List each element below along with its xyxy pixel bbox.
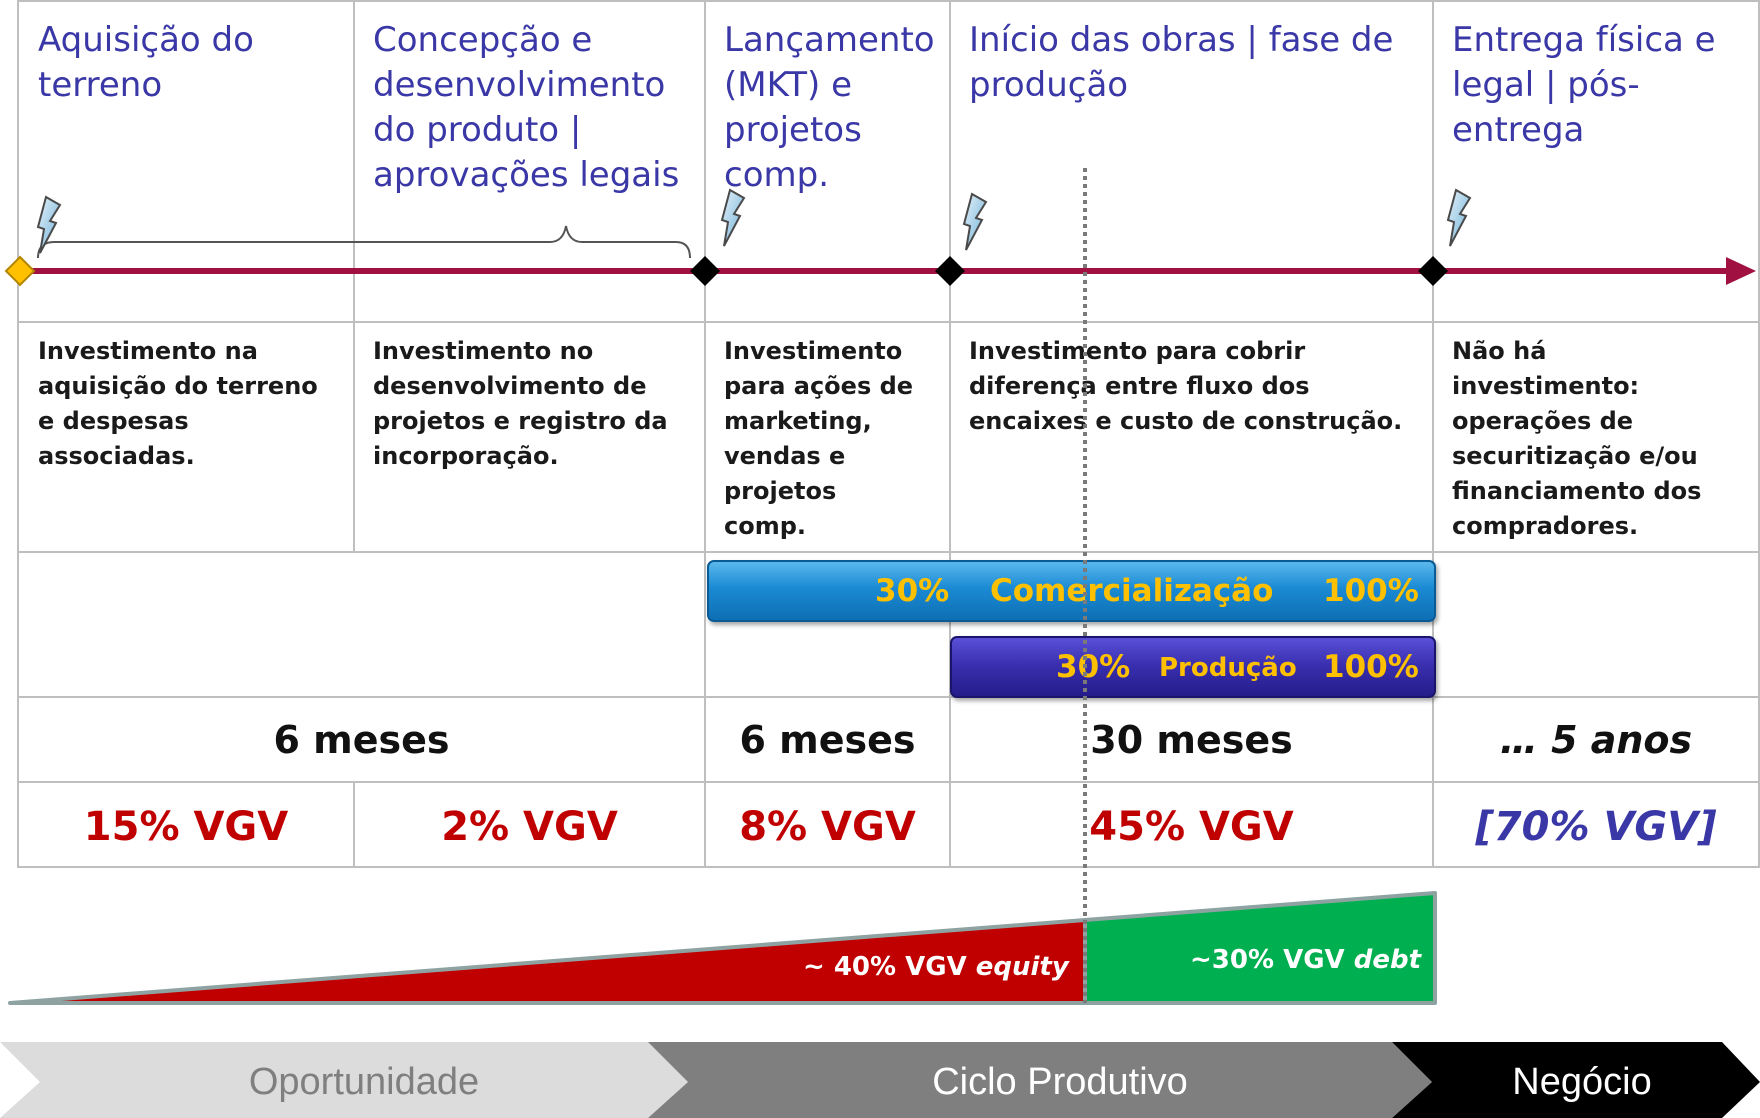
producao-start: 30%: [1056, 649, 1131, 685]
phase-chevron-negocio: [1392, 1042, 1760, 1118]
milestone-marker: [1418, 256, 1448, 286]
milestone-marker: [935, 256, 965, 286]
debt-word: debt: [1353, 945, 1422, 975]
vgv-concepcao: 2% VGV: [441, 804, 618, 850]
debt-label: ~30% VGV debt: [1190, 945, 1421, 975]
vgv-terreno: 15% VGV: [83, 804, 289, 850]
phase-chevron-oportunidade: [0, 1042, 688, 1118]
duration-phase4-value: 5 anos: [1551, 718, 1693, 762]
duration-phase3: 30 meses: [1090, 718, 1293, 762]
milestone-marker: [690, 256, 720, 286]
timeline: [4, 188, 1756, 287]
phase-negocio: Negócio: [1512, 1061, 1652, 1103]
duration-phase4: … 5 anos: [1433, 715, 1759, 765]
equity-word: equity: [975, 952, 1069, 982]
start-marker: [4, 255, 36, 287]
duration-phase2: 6 meses: [739, 718, 916, 762]
vgv-obras: 45% VGV: [1089, 804, 1294, 850]
producao-end: 100%: [1323, 649, 1419, 685]
comercializacao-label: Comercialização: [990, 573, 1274, 609]
vgv-lancamento: 8% VGV: [739, 804, 916, 850]
bracket: [37, 225, 691, 259]
producao-bar: 30% Produção 100%: [950, 636, 1436, 698]
comercializacao-bar: 30% Comercialização 100%: [707, 560, 1436, 622]
duration-phase1: 6 meses: [273, 718, 450, 762]
debt-label-text: ~30% VGV: [1190, 945, 1354, 975]
equity-label: ~ 40% VGV equity: [803, 952, 1069, 982]
comercializacao-end: 100%: [1323, 573, 1419, 609]
producao-label: Produção: [1159, 653, 1297, 683]
lightning-icon: [720, 188, 746, 247]
vgv-entrega: [70% VGV]: [1475, 804, 1717, 850]
comercializacao-start: 30%: [875, 573, 950, 609]
phase-chevron-ciclo-produtivo: [648, 1042, 1432, 1118]
phase-oportunidade: Oportunidade: [248, 1061, 480, 1103]
debt-area: [1083, 891, 1437, 1005]
timeline-arrowhead: [1726, 257, 1756, 285]
equity-label-text: ~ 40% VGV: [803, 952, 976, 982]
phase-ciclo-produtivo: Ciclo Produtivo: [932, 1061, 1188, 1103]
lightning-icon: [1446, 188, 1472, 247]
duration-phase4-prefix: …: [1499, 718, 1552, 762]
lightning-icon: [36, 195, 62, 254]
lightning-icon: [962, 192, 988, 251]
